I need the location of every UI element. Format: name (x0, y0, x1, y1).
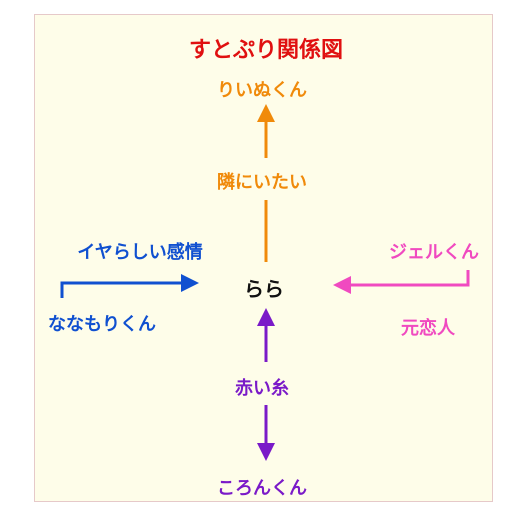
diagram-panel (34, 14, 493, 502)
relation-top: 隣にいたい (217, 172, 307, 193)
relation-right: 元恋人 (401, 318, 455, 339)
right-arrow (333, 270, 470, 294)
left-arrow (60, 274, 199, 298)
node-top: りいぬくん (217, 80, 307, 101)
node-bottom: ころんくん (217, 478, 307, 499)
node-left: ななもりくん (48, 314, 156, 335)
relation-bottom: 赤い糸 (235, 378, 289, 399)
diagram-title: すとぷり関係図 (188, 38, 344, 63)
relation-left: イヤらしい感情 (77, 242, 203, 263)
node-right: ジェルくん (389, 242, 479, 263)
center-node: らら (244, 277, 284, 301)
